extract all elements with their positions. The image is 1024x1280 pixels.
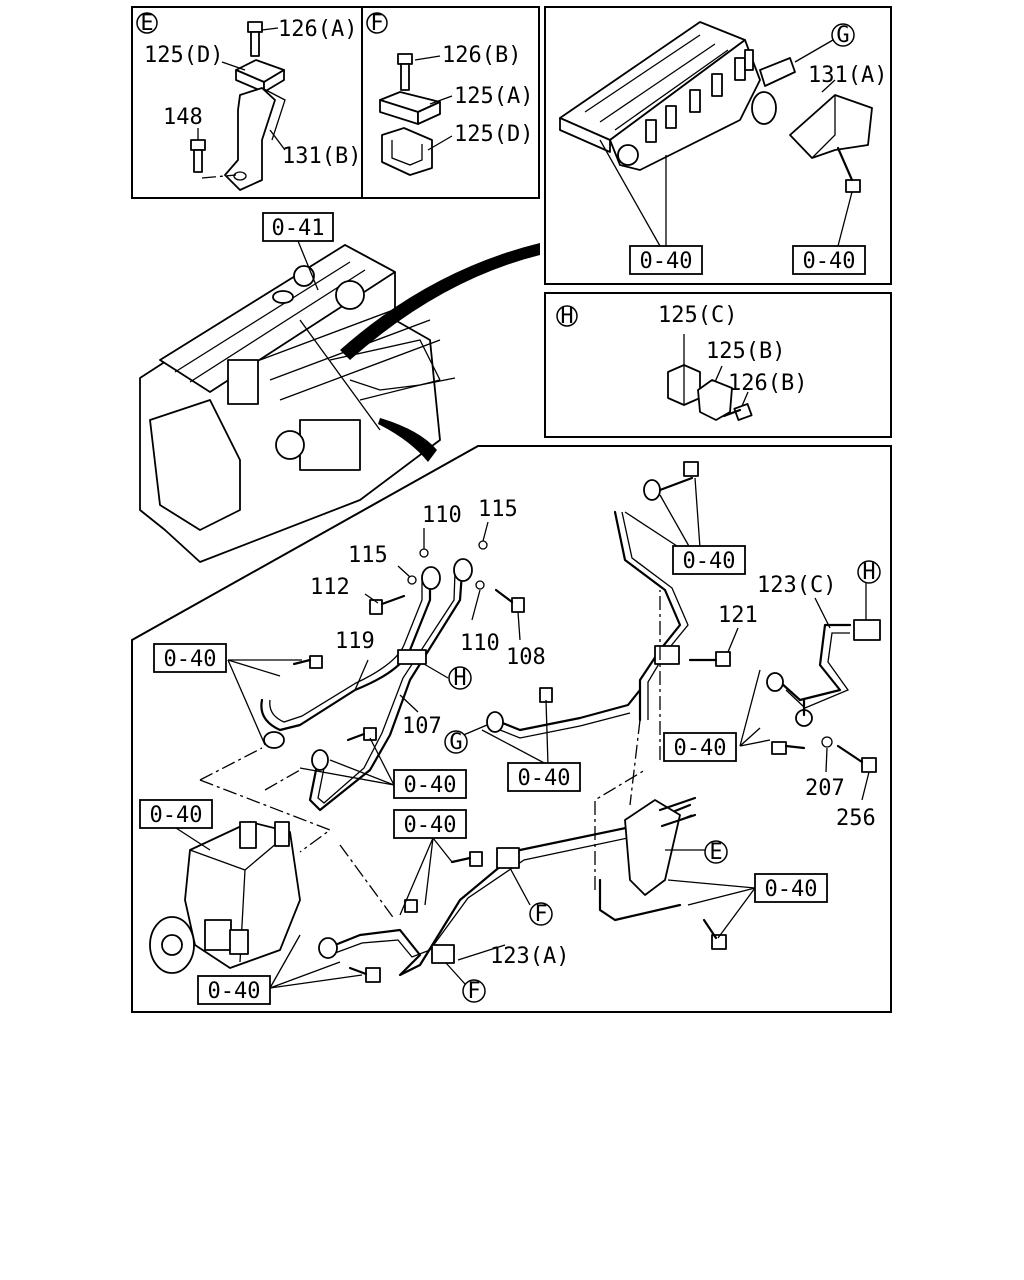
ref-box-g2	[792, 245, 866, 275]
label-123c: 123(C)	[757, 573, 836, 598]
label-121: 121	[718, 603, 758, 628]
ref-main-8: 0-40	[765, 877, 818, 902]
clamp-on-123c	[853, 619, 881, 641]
label-115-b: 115	[348, 543, 388, 568]
injector-stubs	[645, 49, 754, 143]
bracket-131a	[789, 94, 873, 159]
main-ref-boxes: 0-40 0-40 0-40 0-40 0-40 0-40 0-40 0-40 …	[139, 545, 828, 1005]
panel-f-marker-text: F	[370, 11, 383, 36]
panel-e-parts	[190, 21, 286, 191]
panel-h-marker	[556, 305, 578, 327]
injection-pump	[149, 821, 301, 974]
bracket-131b	[224, 87, 276, 191]
panel-g: G 0-40 0-40	[544, 6, 892, 285]
label-125d-f: 125(D)	[454, 122, 533, 147]
manifold-port	[617, 144, 639, 166]
callout-f-2: F	[467, 979, 480, 1004]
label-126b-f: 126(B)	[442, 43, 521, 68]
ref-main-1: 0-40	[683, 549, 736, 574]
label-125d-e: 125(D)	[144, 43, 223, 68]
arrow-to-main	[378, 418, 437, 462]
label-125b: 125(B)	[706, 339, 785, 364]
callout-h-2: H	[862, 560, 875, 585]
label-125a: 125(A)	[454, 84, 533, 109]
label-108: 108	[506, 645, 546, 670]
main-leaders	[175, 477, 870, 989]
bolt-head	[247, 21, 263, 33]
panel-e-f-frame	[131, 6, 540, 199]
label-125c: 125(C)	[658, 303, 737, 328]
ref-main-2: 0-40	[164, 647, 217, 672]
panel-f-parts	[379, 53, 453, 176]
label-115-a: 115	[478, 497, 518, 522]
label-126b-h: 126(B)	[728, 371, 807, 396]
main-callouts: H G H E F F	[444, 560, 881, 1004]
arrow-to-panel-g	[340, 243, 540, 360]
label-110-b: 110	[460, 631, 500, 656]
ref-main-3: 0-40	[404, 773, 457, 798]
label-126a: 126(A)	[278, 17, 357, 42]
panel-f-marker: F	[366, 11, 388, 36]
label-256: 256	[836, 806, 876, 831]
label-112: 112	[310, 575, 350, 600]
pipe-123a	[333, 803, 692, 977]
engine-illustration: 0-41	[139, 212, 540, 563]
ref-box-g1	[629, 245, 703, 275]
ref-main-6: 0-40	[150, 803, 203, 828]
ref-main-5: 0-40	[674, 736, 727, 761]
ref-g2: 0-40	[803, 249, 856, 274]
ref-041: 0-41	[272, 216, 325, 241]
pipe-lower-right	[598, 878, 682, 922]
main-panel	[131, 445, 892, 1013]
ref-main-7: 0-40	[404, 813, 457, 838]
filter-cap	[335, 280, 365, 310]
callout-h-1: H	[453, 666, 466, 691]
callout-g: G	[449, 730, 462, 755]
pressure-sensor	[751, 91, 777, 125]
label-123a: 123(A)	[490, 944, 569, 969]
ref-g1: 0-40	[640, 249, 693, 274]
panel-h-marker-text: H	[560, 304, 573, 329]
clamp-125d-f	[381, 127, 433, 176]
cylinder-head	[159, 244, 396, 393]
panel-g-marker	[831, 23, 855, 47]
label-131b: 131(B)	[282, 144, 361, 169]
panel-e-f: E 126(A) 125(D) 148 131(	[131, 6, 540, 199]
pipe-123c	[778, 623, 852, 702]
label-207: 207	[805, 776, 845, 801]
ref-main-4: 0-40	[518, 766, 571, 791]
pipe-107	[308, 570, 464, 812]
label-131a: 131(A)	[808, 63, 887, 88]
pipe-return	[613, 510, 682, 722]
ref-main-9: 0-40	[208, 979, 261, 1004]
panel-e-marker-text: E	[140, 11, 153, 36]
label-148: 148	[163, 105, 203, 130]
injection-pump-small	[299, 419, 361, 471]
bolt-shank	[250, 31, 260, 57]
panel-g-frame	[544, 6, 892, 285]
callout-f-1: F	[534, 902, 547, 927]
clamp-125b	[697, 379, 733, 421]
callout-e: E	[709, 840, 722, 865]
panel-h: H	[544, 292, 892, 438]
label-107: 107	[402, 714, 442, 739]
pipe-g	[493, 688, 642, 732]
label-119: 119	[335, 629, 375, 654]
label-110-a: 110	[422, 503, 462, 528]
panel-e-marker: E	[136, 11, 158, 36]
main-panel-frame	[131, 445, 892, 1013]
panel-g-marker-text: G	[836, 23, 849, 48]
clamp-on-107	[397, 649, 427, 665]
panel-h-frame	[544, 292, 892, 438]
